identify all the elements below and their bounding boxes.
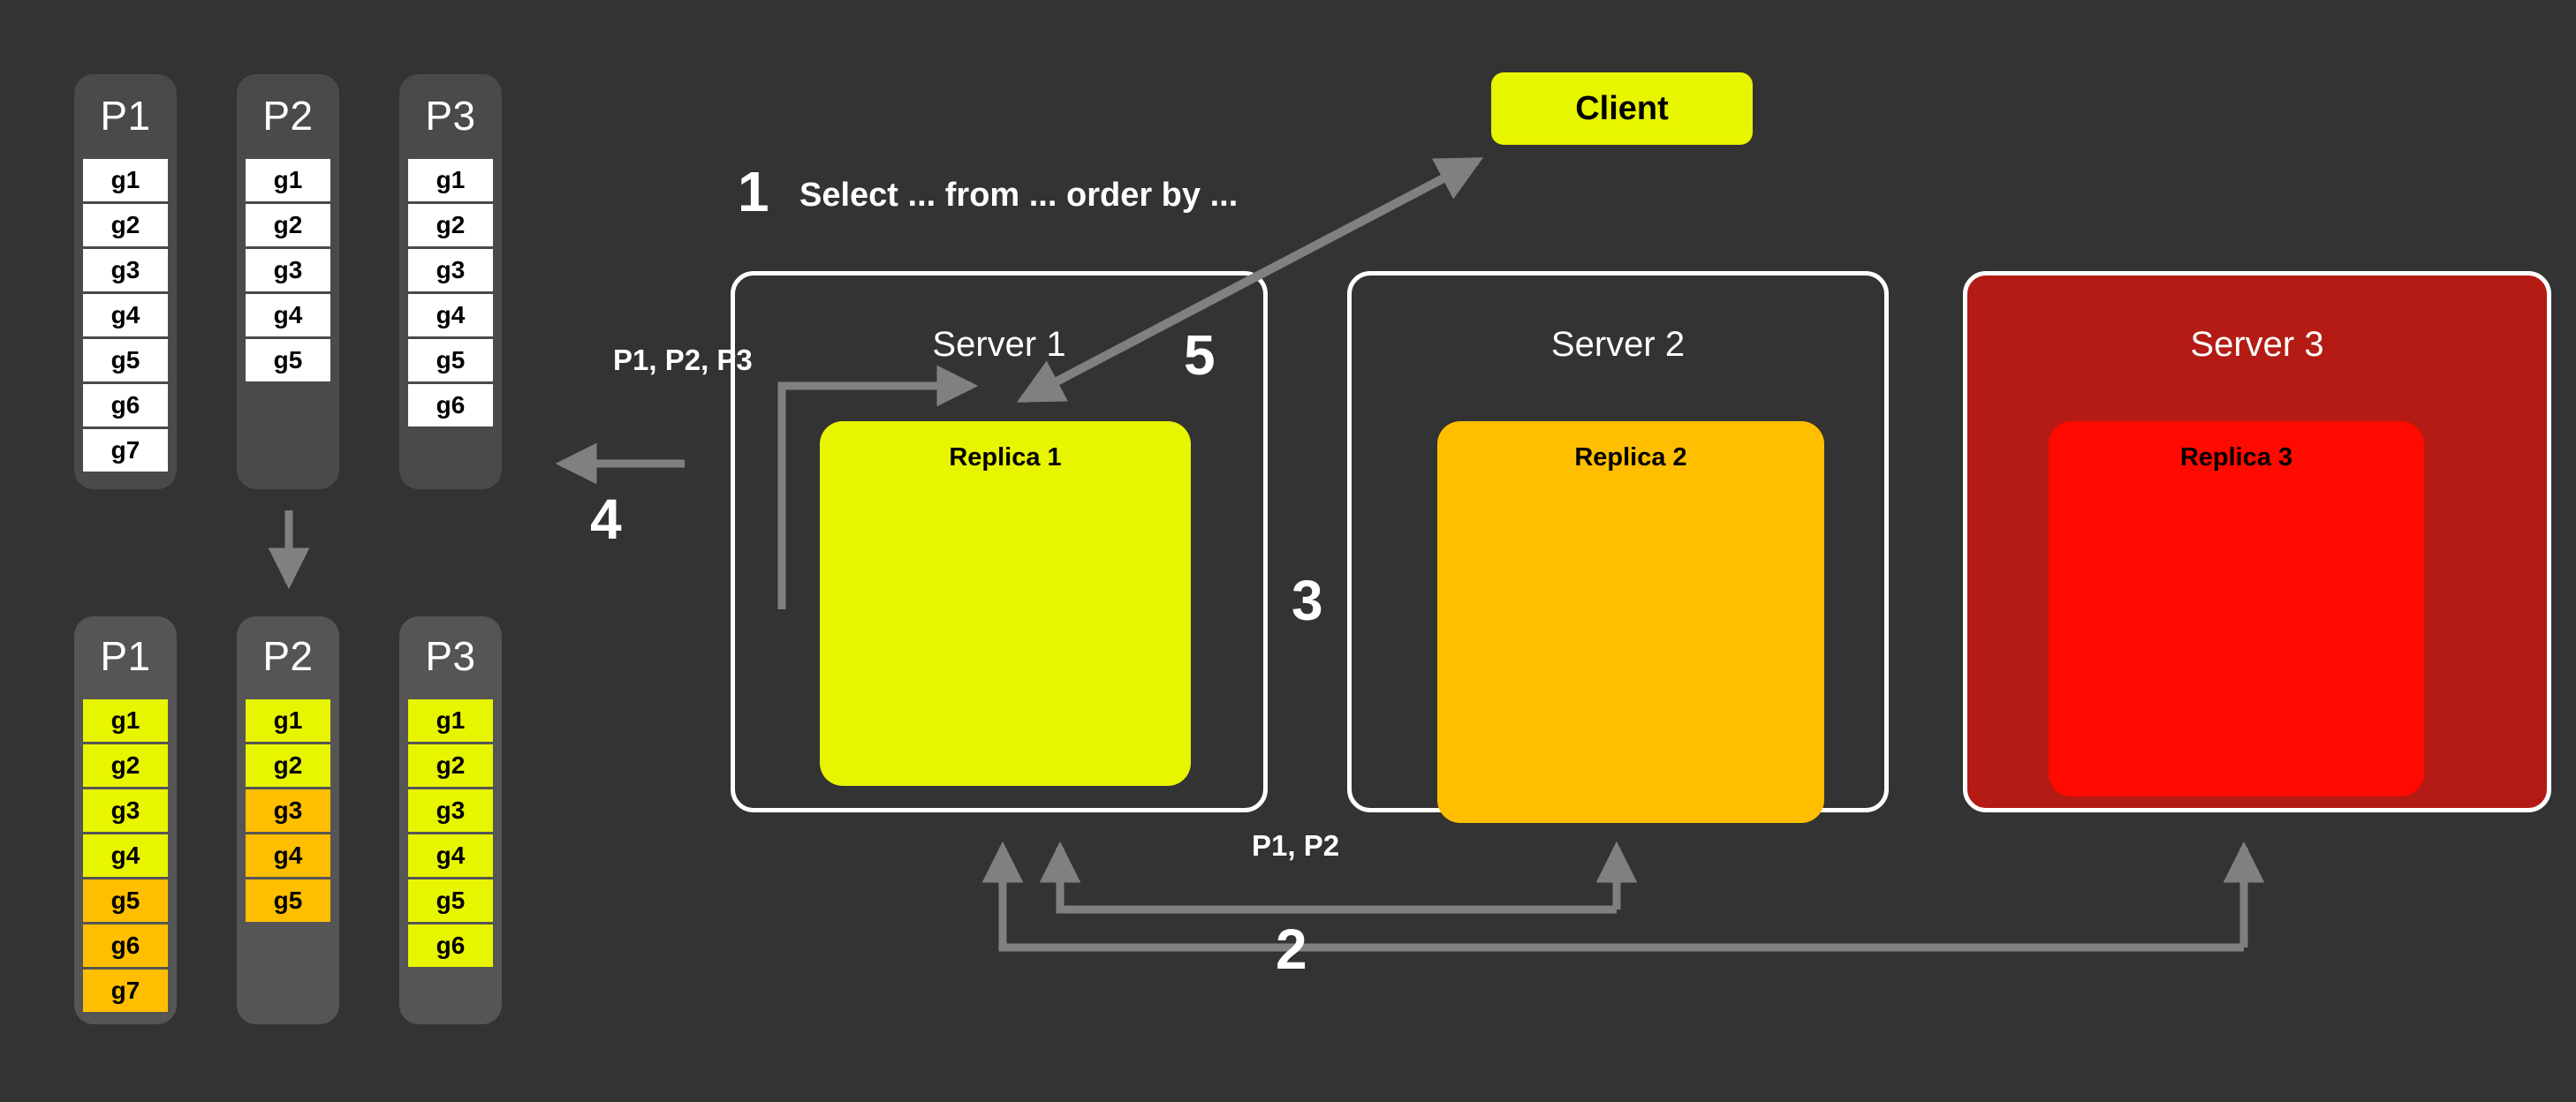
partition-before-p1: P1 g1 g2 g3 g4 g5 g6 g7 [74,74,177,489]
partition-cell: g3 [83,249,168,291]
partition-title: P3 [425,93,476,139]
arrow-server3-to-server1 [981,841,2265,952]
partition-cell: g3 [408,789,493,832]
partition-after-p1: P1 g1 g2 g3 g4 g5 g6 g7 [74,616,177,1024]
partition-title: P2 [262,93,314,139]
replica-3-box[interactable]: Replica 3 [2049,421,2424,796]
partitions-out-label: P1, P2, P3 [613,343,753,376]
partition-cell-list: g1 g2 g3 g4 g5 g6 [399,699,502,967]
partition-cell: g3 [246,249,330,291]
partition-cell: g1 [408,159,493,201]
step-3-number: 3 [1292,569,1323,632]
server-2-title: Server 2 [1550,325,1686,364]
client-label: Client [1575,90,1669,127]
partition-cell: g3 [408,249,493,291]
partition-cell: g3 [246,789,330,832]
partition-after-p3: P3 g1 g2 g3 g4 g5 g6 [399,616,502,1024]
partition-cell: g7 [83,970,168,1012]
partition-cell: g5 [408,339,493,381]
partition-title: P3 [425,633,476,679]
partition-cell: g2 [246,204,330,246]
server-3-box[interactable]: Server 3 Replica 3 [1963,271,2551,812]
step-2-number: 2 [1276,917,1307,981]
partition-cell: g1 [83,159,168,201]
partition-title: P1 [100,93,151,139]
partition-cell: g4 [408,834,493,877]
partition-cell-list: g1 g2 g3 g4 g5 g6 g7 [74,159,177,472]
replica-1-box[interactable]: Replica 1 [820,421,1191,786]
query-text: Select ... from ... order by ... [799,177,1239,214]
partition-cell: g4 [83,834,168,877]
partition-before-p3: P3 g1 g2 g3 g4 g5 g6 [399,74,502,489]
partition-cell: g5 [408,879,493,922]
replica-1-label: Replica 1 [949,443,1062,472]
replica-2-box[interactable]: Replica 2 [1437,421,1824,823]
partition-title: P1 [100,633,151,679]
step-4-number: 4 [590,487,622,551]
partition-cell: g1 [246,699,330,742]
partition-after-p2: P2 g1 g2 g3 g4 g5 [237,616,339,1024]
partition-cell: g3 [83,789,168,832]
partition-cell-list: g1 g2 g3 g4 g5 [237,699,339,922]
partition-cell: g6 [408,925,493,967]
partition-cell: g4 [246,834,330,877]
partition-cell: g4 [246,294,330,336]
step-1-number: 1 [738,160,769,223]
partition-cell: g7 [83,429,168,472]
partition-cell: g1 [246,159,330,201]
partition-cell-list: g1 g2 g3 g4 g5 g6 g7 [74,699,177,1012]
partition-cell: g5 [83,339,168,381]
partition-cell: g1 [408,699,493,742]
partition-cell: g5 [246,879,330,922]
partition-cell: g2 [408,204,493,246]
partition-cell: g2 [83,744,168,787]
replica-2-label: Replica 2 [1574,443,1687,472]
replica-3-label: Replica 3 [2179,443,2293,472]
partition-cell-list: g1 g2 g3 g4 g5 g6 [399,159,502,426]
partition-cell: g2 [83,204,168,246]
partition-cell: g6 [83,384,168,426]
partition-cell: g6 [83,925,168,967]
partition-cell: g1 [83,699,168,742]
partition-cell: g6 [408,384,493,426]
step-5-number: 5 [1184,323,1216,387]
partition-title: P2 [262,633,314,679]
partition-cell: g2 [408,744,493,787]
server-3-title: Server 3 [2190,325,2324,364]
partition-cell-list: g1 g2 g3 g4 g5 [237,159,339,381]
partition-cell: g4 [83,294,168,336]
partition-cell: g5 [246,339,330,381]
partition-cell: g5 [83,879,168,922]
client-node[interactable]: Client [1491,72,1753,145]
server-2-box[interactable]: Server 2 Replica 2 [1347,271,1889,823]
partitions-in-label: P1, P2 [1252,829,1340,862]
partition-cell: g2 [246,744,330,787]
partition-cell: g4 [408,294,493,336]
partition-before-p2: P2 g1 g2 g3 g4 g5 [237,74,339,489]
